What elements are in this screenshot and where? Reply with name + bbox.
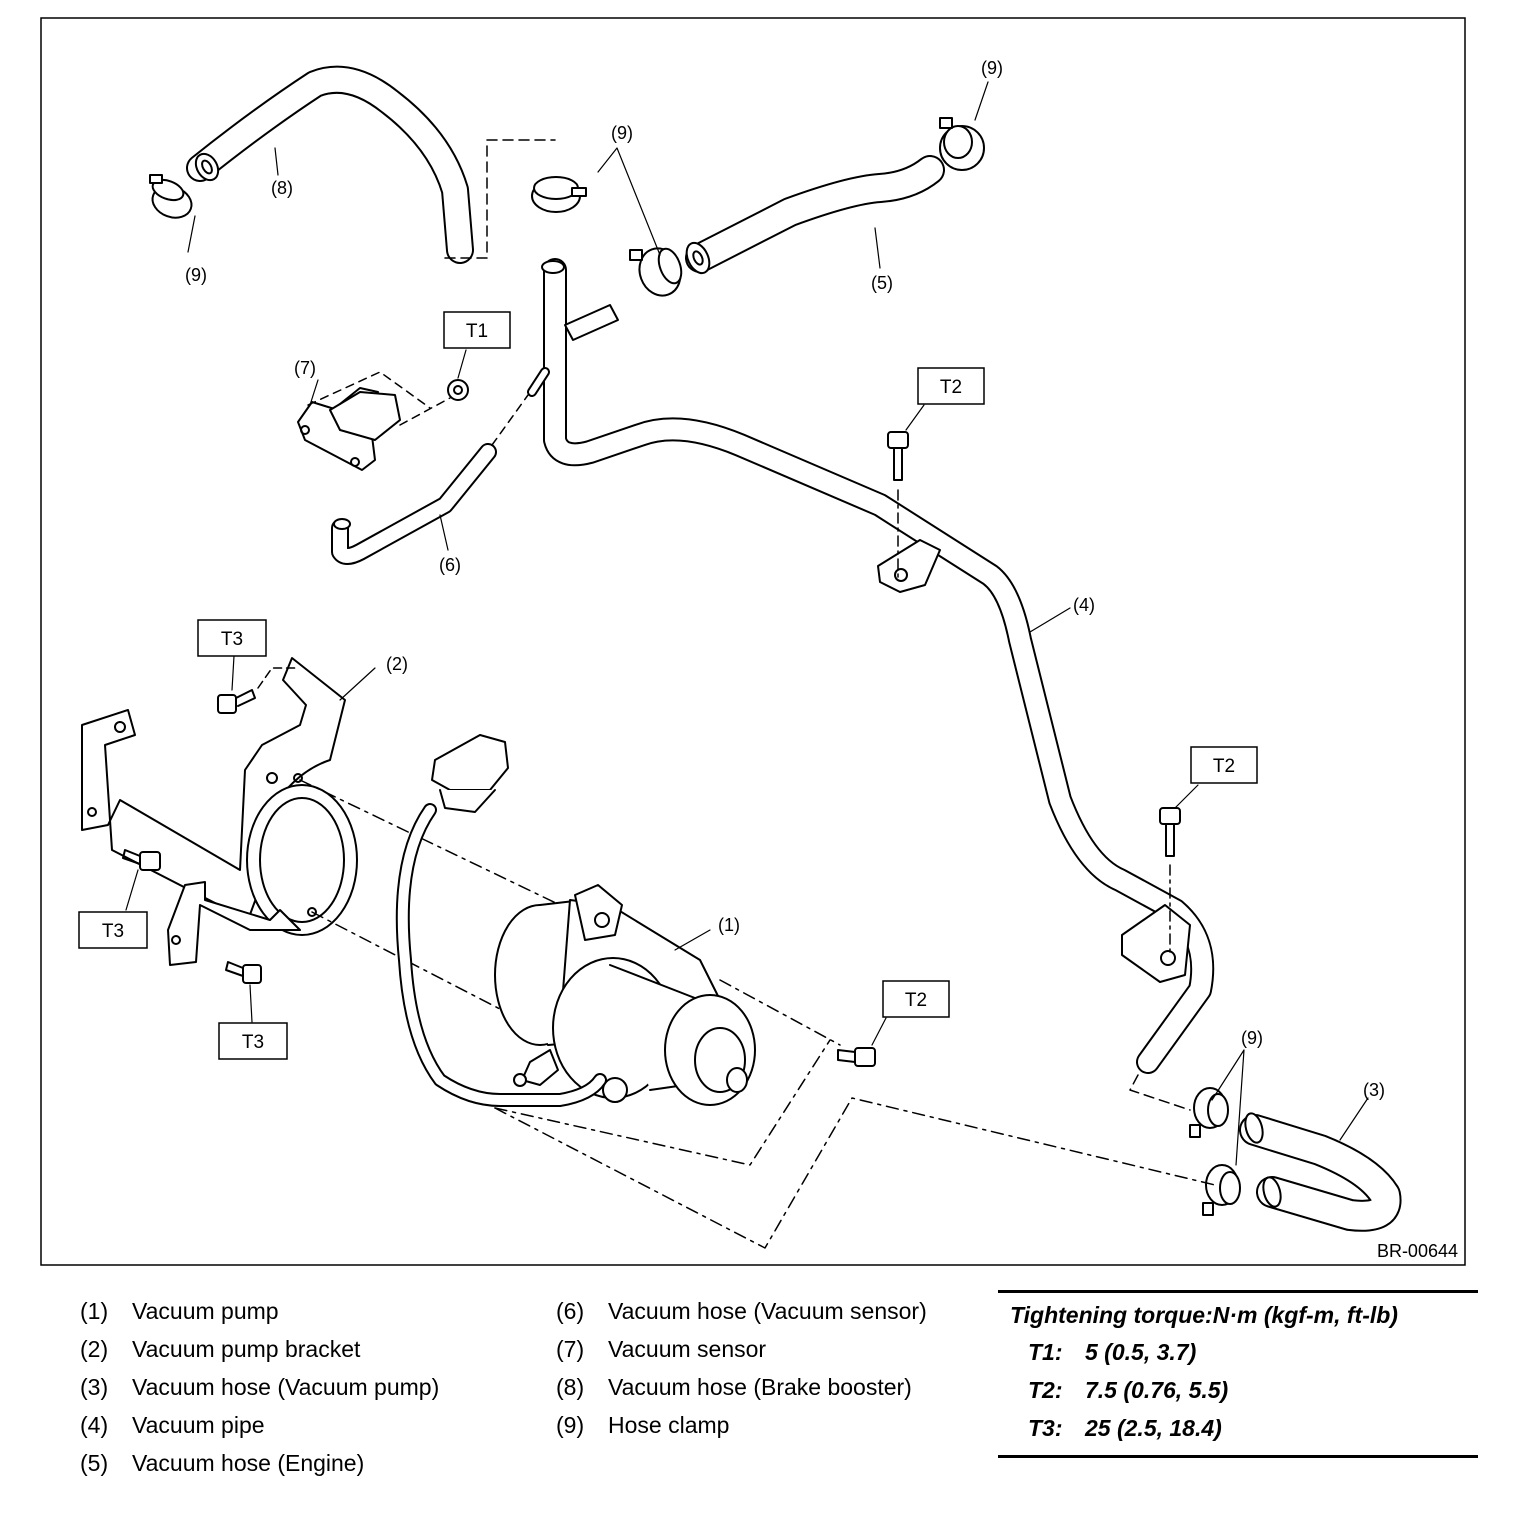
bolt-icon (837, 1047, 876, 1067)
vacuum-pump-hose (1239, 1112, 1402, 1232)
legend-item: (5)Vacuum hose (Engine) (80, 1450, 365, 1476)
svg-text:T2: T2 (940, 377, 962, 398)
vacuum-pump-icon (494, 884, 756, 1106)
torque-row: T1:5 (0.5, 3.7) (1028, 1339, 1197, 1365)
callout-7: (7) (294, 358, 316, 378)
bolt-icon (217, 689, 256, 714)
torque-tag-t2: T2 (1190, 746, 1258, 784)
exploded-parts-diagram: T1 T2 T2 T2 T3 T3 T3 (9) (9) (8) (9) (5)… (40, 17, 1466, 1266)
torque-tag-t3: T3 (197, 619, 267, 657)
bolt-icon (1159, 807, 1181, 857)
vacuum-pipe (541, 258, 1215, 1074)
hose-clamp-icon (629, 247, 683, 297)
torque-tag-t3: T3 (78, 911, 148, 949)
bolt-hole (894, 568, 908, 582)
parts-legend-middle: (6)Vacuum hose (Vacuum sensor) (7)Vacuum… (556, 1292, 927, 1444)
callout-2: (2) (386, 654, 408, 674)
dash-hose8 (444, 139, 556, 259)
torque-row: T2:7.5 (0.76, 5.5) (1028, 1377, 1229, 1403)
callout-9: (9) (185, 265, 207, 285)
torque-tag-t3: T3 (218, 1022, 288, 1060)
svg-text:T2: T2 (1213, 756, 1235, 777)
torque-tag-t2: T2 (882, 980, 950, 1018)
svg-text:T3: T3 (242, 1032, 264, 1053)
torque-table-title: Tightening torque:N·m (kgf-m, ft-lb) (1010, 1302, 1398, 1328)
callout-9: (9) (611, 123, 633, 143)
legend-item: (2)Vacuum pump bracket (80, 1336, 361, 1362)
hose-clamp-icon (531, 176, 587, 213)
callout-4: (4) (1073, 595, 1095, 615)
bolt-icon (887, 431, 909, 481)
legend-item: (3)Vacuum hose (Vacuum pump) (80, 1374, 440, 1400)
callout-3: (3) (1363, 1080, 1385, 1100)
pipe-bracket (877, 539, 941, 593)
reference-code: BR-00644 (1377, 1241, 1458, 1261)
legend-item: (9)Hose clamp (556, 1412, 730, 1438)
callout-5: (5) (871, 273, 893, 293)
callout-8: (8) (271, 178, 293, 198)
hose-clamp-icon (1189, 1087, 1229, 1138)
callout-9: (9) (1241, 1028, 1263, 1048)
legend-item: (4)Vacuum pipe (80, 1412, 265, 1438)
parts-legend-left: (1)Vacuum pump (2)Vacuum pump bracket (3… (80, 1292, 439, 1482)
bolt-icon (122, 849, 161, 871)
vacuum-sensor-icon (297, 387, 401, 471)
torque-tag-t2: T2 (917, 367, 985, 405)
engine-hose (685, 155, 945, 275)
diagram-frame (40, 17, 1466, 1266)
hose-clamp-icon (149, 174, 193, 219)
brake-booster-hose (186, 65, 474, 264)
svg-text:T1: T1 (466, 321, 488, 342)
legend-item: (1)Vacuum pump (80, 1298, 279, 1324)
svg-text:T2: T2 (905, 990, 927, 1011)
svg-text:T3: T3 (102, 921, 124, 942)
nut-icon (447, 379, 469, 401)
hose-clamp-icon (1202, 1164, 1241, 1216)
legend-item: (7)Vacuum sensor (556, 1336, 767, 1362)
legend-item: (6)Vacuum hose (Vacuum sensor) (556, 1298, 927, 1324)
svg-text:T3: T3 (221, 629, 243, 650)
torque-tag-t1: T1 (443, 311, 511, 349)
vacuum-sensor-hose (331, 443, 497, 565)
torque-row: T3:25 (2.5, 18.4) (1028, 1415, 1222, 1441)
hose-clamp-icon (939, 117, 985, 171)
bolt-icon (225, 961, 262, 984)
legend-item: (8)Vacuum hose (Brake booster) (556, 1374, 912, 1400)
pipe-bracket (1121, 904, 1191, 983)
bolt-hole (1160, 950, 1176, 966)
callout-1: (1) (718, 915, 740, 935)
torque-table: Tightening torque:N·m (kgf-m, ft-lb) T1:… (998, 1290, 1478, 1458)
callout-9: (9) (981, 58, 1003, 78)
pump-harness-connector (395, 734, 607, 1107)
callout-6: (6) (439, 555, 461, 575)
